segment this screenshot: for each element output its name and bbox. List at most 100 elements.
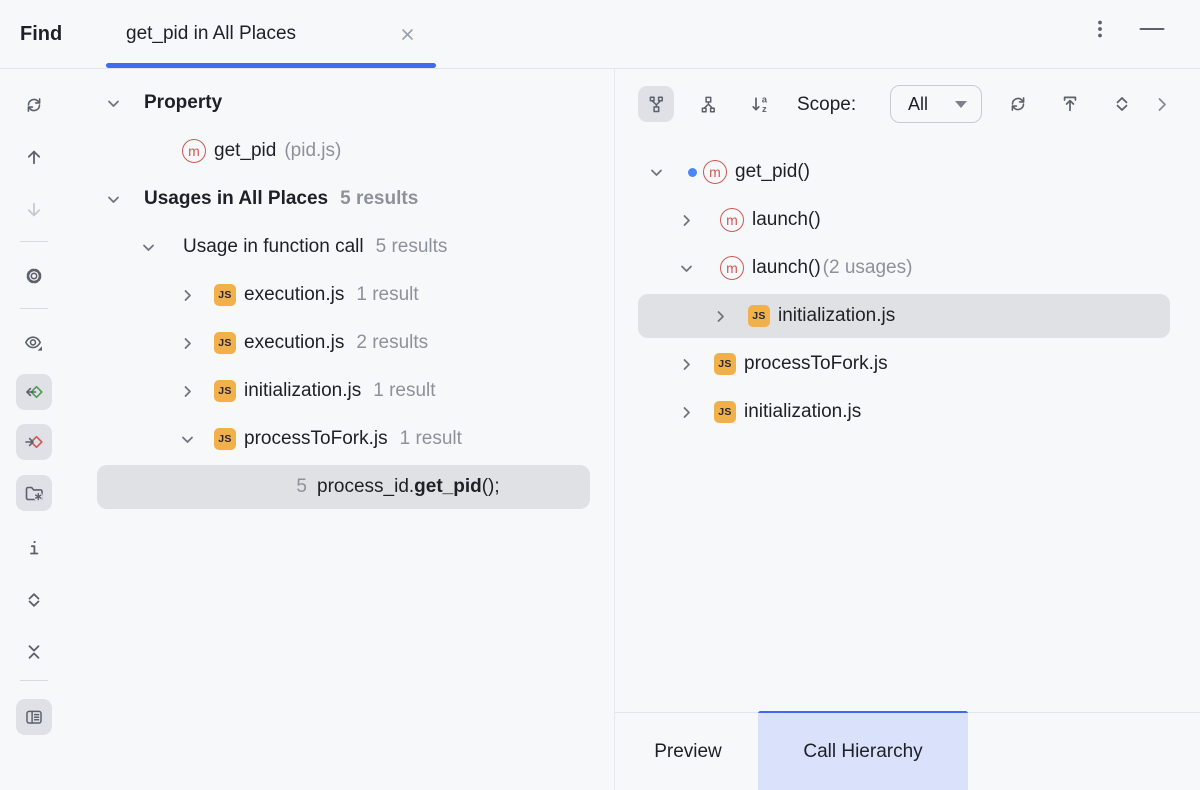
find-tab-label: get_pid in All Places xyxy=(126,23,297,44)
chevron-down-icon[interactable] xyxy=(140,223,157,271)
refresh-icon xyxy=(1008,94,1028,114)
navigate-to-source-button[interactable] xyxy=(16,374,52,410)
svg-text:z: z xyxy=(762,104,767,115)
chevron-right-icon[interactable] xyxy=(179,319,196,367)
header: Find get_pid in All Places xyxy=(0,0,1200,69)
base-on-this-method-button[interactable] xyxy=(1052,86,1088,122)
symbol-label: get_pid xyxy=(214,140,277,161)
settings-button[interactable] xyxy=(16,258,52,294)
group-label: Usages in All Places xyxy=(144,188,329,209)
navigate-from-source-button[interactable] xyxy=(16,424,52,460)
group-label: Property xyxy=(144,92,223,113)
chevron-right-icon xyxy=(1152,94,1172,114)
more-options-button[interactable] xyxy=(1082,11,1118,47)
tree-row-usage-result-selected[interactable]: 5 process_id. get_pid (); xyxy=(0,463,1200,511)
rerun-button[interactable] xyxy=(16,87,52,123)
result-count: 5 results xyxy=(375,236,448,257)
open-in-new-tab-button[interactable] xyxy=(16,475,52,511)
expand-hierarchy-button[interactable] xyxy=(1104,86,1140,122)
collapse-all-button[interactable] xyxy=(16,634,52,670)
previous-occurrence-button[interactable] xyxy=(16,139,52,175)
chevron-right-icon[interactable] xyxy=(179,271,196,319)
tree-row-usage-type[interactable]: Usage in function call 5 results xyxy=(0,223,1200,271)
file-label: processToFork.js xyxy=(744,353,888,374)
dock-layout-button[interactable] xyxy=(16,699,52,735)
result-count: 1 result xyxy=(373,380,436,401)
callee-hierarchy-button[interactable] xyxy=(690,86,726,122)
preview-usages-button[interactable] xyxy=(16,325,52,361)
tree-row-property[interactable]: Property xyxy=(0,79,1200,127)
minimize-button[interactable] xyxy=(1134,11,1170,47)
tab-preview[interactable]: Preview xyxy=(654,740,722,762)
find-tab[interactable]: get_pid in All Places xyxy=(106,6,436,62)
method-icon: m xyxy=(720,256,744,280)
usage-info-button[interactable] xyxy=(16,530,52,566)
group-label: Usage in function call xyxy=(183,236,364,257)
file-label: initialization.js xyxy=(744,401,862,422)
chevron-down-icon[interactable] xyxy=(105,79,122,127)
new-tab-folder-icon xyxy=(24,483,44,503)
result-count: 1 result xyxy=(399,428,462,449)
chevron-right-icon[interactable] xyxy=(179,367,196,415)
code-text: (); xyxy=(481,476,500,497)
hierarchy-row-selected[interactable]: JS initialization.js xyxy=(0,292,1200,340)
method-icon: m xyxy=(703,160,727,184)
toolbar-divider xyxy=(20,308,48,309)
file-suffix: (pid.js) xyxy=(284,140,342,161)
caller-hierarchy-icon xyxy=(646,94,667,115)
arrow-down-icon xyxy=(24,200,44,220)
tree-row-usages-group[interactable]: Usages in All Places 5 results xyxy=(0,175,1200,223)
window-title: Find xyxy=(20,22,63,45)
selected-row-highlight xyxy=(638,294,1170,338)
scope-dropdown[interactable]: All xyxy=(890,85,982,123)
method-icon: m xyxy=(182,139,206,163)
hierarchy-row[interactable]: m launch() xyxy=(0,196,1200,244)
hide-toolbar-button[interactable] xyxy=(1144,86,1180,122)
hierarchy-row[interactable]: JS initialization.js xyxy=(0,388,1200,436)
code-text: process_id. xyxy=(317,476,415,497)
file-label: execution.js xyxy=(244,332,345,353)
file-label: execution.js xyxy=(244,284,345,305)
tab-call-hierarchy[interactable]: Call Hierarchy xyxy=(758,713,968,790)
settings-gear-icon xyxy=(24,266,44,286)
chevron-down-icon[interactable] xyxy=(105,175,122,223)
chevron-right-icon[interactable] xyxy=(678,388,695,436)
chevron-down-icon[interactable] xyxy=(678,244,695,292)
dock-layout-icon xyxy=(24,707,44,727)
active-tab-underline xyxy=(106,63,436,68)
hierarchy-row[interactable]: JS processToFork.js xyxy=(0,340,1200,388)
next-occurrence-button[interactable] xyxy=(16,192,52,228)
panel-divider[interactable] xyxy=(614,69,615,790)
arrow-up-to-line-icon xyxy=(1060,94,1080,114)
chevron-right-icon[interactable] xyxy=(678,340,695,388)
chevron-right-icon[interactable] xyxy=(712,292,729,340)
expand-all-icon xyxy=(1112,94,1132,114)
navigate-from-source-icon xyxy=(24,432,44,452)
javascript-file-icon: JS xyxy=(214,428,236,450)
javascript-file-icon: JS xyxy=(748,305,770,327)
collapse-all-icon xyxy=(24,642,44,662)
expand-all-icon xyxy=(24,590,44,610)
hierarchy-row[interactable]: m launch() (2 usages) xyxy=(0,244,1200,292)
callee-hierarchy-icon xyxy=(698,94,719,115)
chevron-down-icon[interactable] xyxy=(648,148,665,196)
chevron-right-icon[interactable] xyxy=(678,196,695,244)
line-number: 5 xyxy=(296,476,307,497)
usage-count-suffix: (2 usages) xyxy=(822,257,913,278)
tree-row-file[interactable]: JS processToFork.js 1 result xyxy=(0,415,1200,463)
navigate-to-source-icon xyxy=(24,382,44,402)
expand-all-button[interactable] xyxy=(16,582,52,618)
minimize-icon xyxy=(1139,19,1165,39)
caller-hierarchy-button[interactable] xyxy=(638,86,674,122)
refresh-hierarchy-button[interactable] xyxy=(1000,86,1036,122)
hierarchy-row-root[interactable]: m get_pid() xyxy=(0,148,1200,196)
file-label: processToFork.js xyxy=(244,428,388,449)
tree-row-target[interactable]: m get_pid (pid.js) xyxy=(0,127,1200,175)
tree-row-file[interactable]: JS execution.js 2 results xyxy=(0,319,1200,367)
tree-row-file[interactable]: JS initialization.js 1 result xyxy=(0,367,1200,415)
close-icon[interactable] xyxy=(399,26,416,43)
tree-row-file[interactable]: JS execution.js 1 result xyxy=(0,271,1200,319)
chevron-down-icon[interactable] xyxy=(179,415,196,463)
